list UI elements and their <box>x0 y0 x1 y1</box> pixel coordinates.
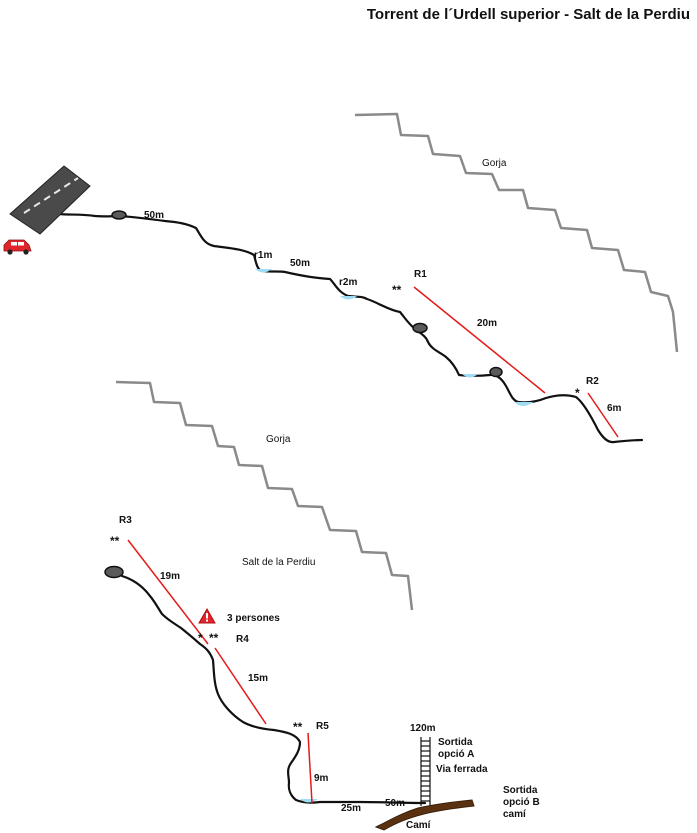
label-r2: R2 <box>586 376 599 387</box>
label-r3: R3 <box>119 515 132 526</box>
rappel-r3 <box>127 539 209 645</box>
label-exit-a-line1: Sortida <box>438 737 473 748</box>
boulder-icon <box>104 210 503 579</box>
rappel-lines <box>127 286 619 804</box>
label-exit-b-line2: opció B <box>503 797 540 808</box>
label-r5-length: 9m <box>314 773 329 784</box>
label-salt-de-la-perdiu: Salt de la Perdiu <box>242 557 315 568</box>
label-walk-25m: 25m <box>341 803 361 814</box>
ladder-icon <box>420 737 431 806</box>
label-r3-length: 19m <box>160 571 180 582</box>
warning-icon <box>198 607 216 624</box>
label-approach-50m: 50m <box>144 210 164 221</box>
anchor-r4-double: ** <box>209 631 219 645</box>
label-r4: R4 <box>236 634 249 645</box>
label-gorja-upper: Gorja <box>482 158 507 169</box>
gorge-wall-lower <box>115 380 414 611</box>
car-icon <box>3 239 32 255</box>
anchor-r3: ** <box>110 534 120 548</box>
label-exit-b-line1: Sortida <box>503 785 538 796</box>
label-r2-length: 6m <box>607 403 622 414</box>
rappel-r4 <box>214 647 267 725</box>
road-icon <box>9 165 91 235</box>
pool-icon <box>255 269 533 803</box>
canyon-profile-lower <box>120 574 427 805</box>
label-r1: R1 <box>414 269 427 280</box>
label-cami: Camí <box>406 820 432 831</box>
anchor-r4-single: * <box>198 631 203 645</box>
label-exit-a-line2: opció A <box>438 749 474 760</box>
label-walk-50m-bottom: 50m <box>385 798 405 809</box>
label-walk-50m: 50m <box>290 258 310 269</box>
label-gorja-lower: Gorja <box>266 434 291 445</box>
diagram-title: Torrent de l´Urdell superior - Salt de l… <box>367 6 690 23</box>
anchor-r1: ** <box>392 283 402 297</box>
label-r1m: r1m <box>254 250 272 261</box>
label-r2m: r2m <box>339 277 357 288</box>
canyon-profile-upper <box>56 212 644 444</box>
exit-path <box>374 799 475 831</box>
rappel-r2 <box>587 392 619 438</box>
anchor-r2: * <box>575 386 580 400</box>
label-exit-b-line3: camí <box>503 809 527 820</box>
label-r4-length: 15m <box>248 673 268 684</box>
label-r5: R5 <box>316 721 329 732</box>
anchor-r5: ** <box>293 720 303 734</box>
label-exit-a-line3: Via ferrada <box>436 764 488 775</box>
label-r1-length: 20m <box>477 318 497 329</box>
label-warning-3-persones: 3 persones <box>227 613 280 624</box>
gorge-wall-upper <box>354 112 679 353</box>
label-ladder-120m: 120m <box>410 723 436 734</box>
rappel-r5 <box>307 732 313 804</box>
rappel-r1 <box>413 286 546 394</box>
